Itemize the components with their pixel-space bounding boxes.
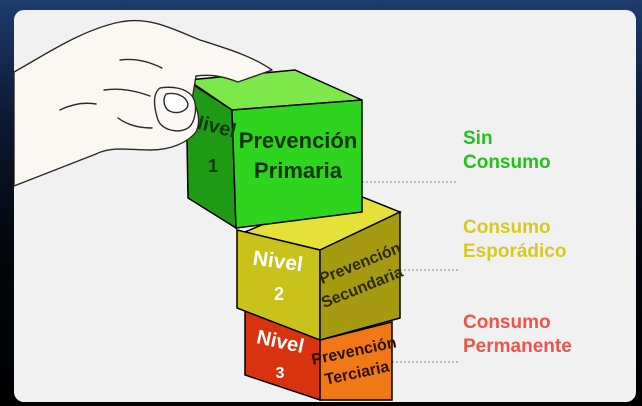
cube-level-2: Nivel 2 Prevención Secundaria bbox=[236, 189, 406, 342]
finger-crease-1 bbox=[119, 58, 163, 69]
diagram-panel: Nivel 3 Prevención Terciaria Nivel 2 Pre… bbox=[14, 10, 636, 402]
label-consumo-permanente: Consumo Permanente bbox=[463, 311, 572, 359]
label-2-line2: Esporádico bbox=[463, 241, 567, 262]
diagram-canvas: Nivel 3 Prevención Terciaria Nivel 2 Pre… bbox=[14, 19, 458, 402]
cube-2-front bbox=[319, 210, 401, 341]
cube-level-1: Nivel 1 Prevención Primaria bbox=[185, 69, 363, 230]
hand-illustration bbox=[14, 19, 273, 187]
label-consumo-esporadico: Consumo Esporádico bbox=[463, 216, 566, 264]
cube-level-3: Nivel 3 Prevención Terciaria bbox=[244, 306, 398, 402]
cube-1-title-line2: Primaria bbox=[254, 158, 343, 183]
label-sin-consumo: Sin Consumo bbox=[463, 127, 551, 175]
label-1-line1: Sin bbox=[463, 128, 493, 149]
finger-crease-3 bbox=[117, 117, 153, 129]
palm-line bbox=[59, 102, 97, 111]
cube-1-title-line1: Prevención bbox=[239, 128, 358, 153]
cube-3-number: 3 bbox=[276, 365, 285, 382]
cube-3-front bbox=[319, 321, 393, 401]
hand-shape bbox=[14, 19, 273, 187]
cube-1-front bbox=[231, 99, 363, 229]
label-2-line1: Consumo bbox=[463, 217, 551, 238]
thumbnail bbox=[163, 92, 189, 114]
cube-1-number: 1 bbox=[208, 156, 218, 176]
label-3-line2: Permanente bbox=[463, 336, 572, 357]
finger-crease-2 bbox=[103, 88, 151, 97]
label-1-line2: Consumo bbox=[463, 152, 551, 173]
cube-2-number: 2 bbox=[274, 284, 284, 304]
label-3-line1: Consumo bbox=[463, 312, 551, 333]
